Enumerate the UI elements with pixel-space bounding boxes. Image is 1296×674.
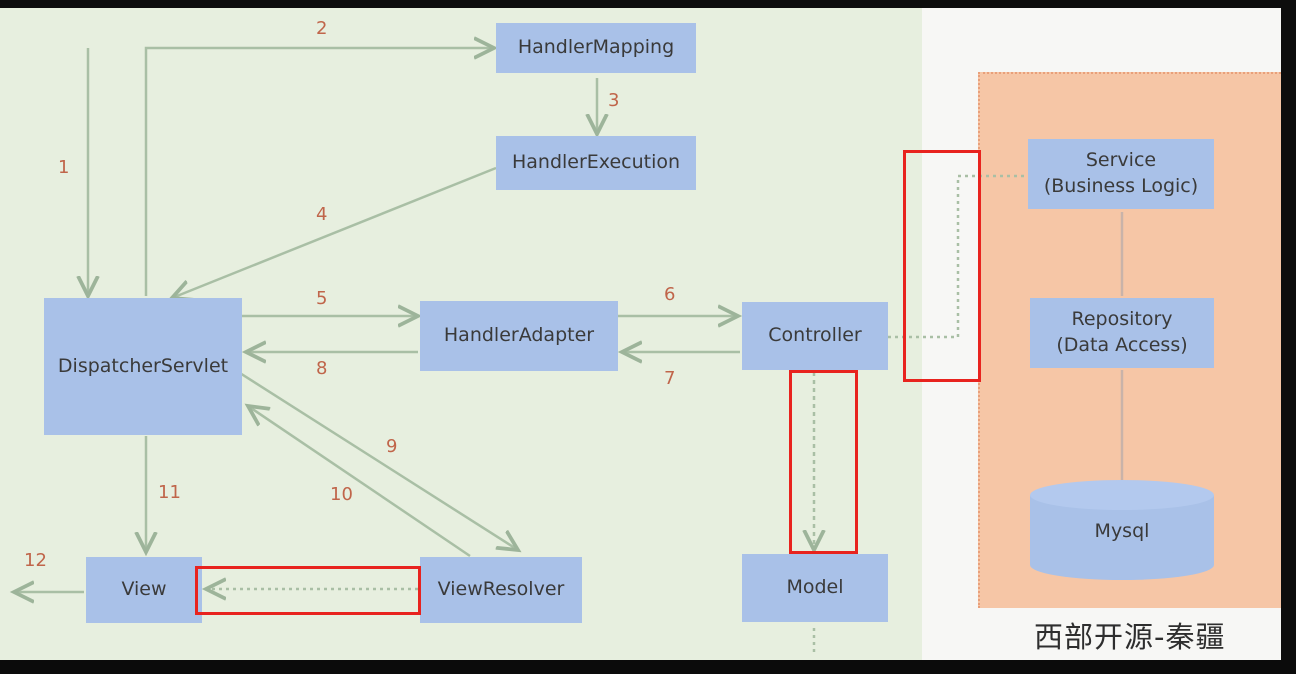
highlight-controller-model bbox=[789, 370, 858, 554]
service-label: Service bbox=[1085, 149, 1157, 172]
highlight-viewresolver-view bbox=[195, 566, 421, 615]
view-node: View bbox=[86, 557, 202, 623]
right-frame bbox=[1281, 0, 1296, 674]
watermark-text: 西部开源-秦疆 bbox=[1034, 620, 1226, 654]
handler-execution-node: HandlerExecution bbox=[496, 136, 696, 190]
step-10: 10 bbox=[330, 484, 353, 505]
service-sublabel: (Business Logic) bbox=[1043, 175, 1199, 197]
controller-node: Controller bbox=[742, 302, 888, 370]
bottom-frame bbox=[0, 660, 1296, 674]
step-12: 12 bbox=[24, 550, 47, 571]
view-label: View bbox=[121, 578, 167, 601]
step-4: 4 bbox=[316, 204, 328, 225]
mysql-cylinder-top bbox=[1030, 480, 1214, 510]
view-resolver-node: ViewResolver bbox=[420, 557, 582, 623]
step-9: 9 bbox=[386, 436, 398, 457]
handler-mapping-node: HandlerMapping bbox=[496, 23, 696, 73]
dispatcher-servlet-node: DispatcherServlet bbox=[44, 298, 242, 435]
top-frame bbox=[0, 0, 1296, 8]
repository-node: Repository (Data Access) bbox=[1030, 298, 1214, 368]
repository-label: Repository bbox=[1071, 308, 1173, 331]
repository-sublabel: (Data Access) bbox=[1056, 334, 1188, 356]
handler-execution-label: HandlerExecution bbox=[511, 151, 681, 174]
model-node: Model bbox=[742, 554, 888, 622]
step-8: 8 bbox=[316, 358, 328, 379]
step-6: 6 bbox=[664, 284, 676, 305]
handler-mapping-label: HandlerMapping bbox=[517, 36, 675, 59]
mysql-label: Mysql bbox=[1094, 520, 1150, 542]
highlight-controller-service bbox=[903, 150, 981, 382]
controller-label: Controller bbox=[768, 324, 862, 347]
step-1: 1 bbox=[58, 157, 70, 178]
dispatcher-servlet-label: DispatcherServlet bbox=[57, 354, 229, 377]
mysql-cylinder-base bbox=[1030, 550, 1214, 580]
step-3: 3 bbox=[608, 90, 620, 111]
step-11: 11 bbox=[158, 482, 181, 503]
handler-adapter-label: HandlerAdapter bbox=[443, 324, 595, 347]
handler-adapter-node: HandlerAdapter bbox=[420, 301, 618, 371]
step-7: 7 bbox=[664, 368, 676, 389]
step-2: 2 bbox=[316, 18, 328, 39]
view-resolver-label: ViewResolver bbox=[437, 578, 565, 601]
step-5: 5 bbox=[316, 288, 328, 309]
service-node: Service (Business Logic) bbox=[1028, 139, 1214, 209]
model-label: Model bbox=[786, 576, 844, 599]
